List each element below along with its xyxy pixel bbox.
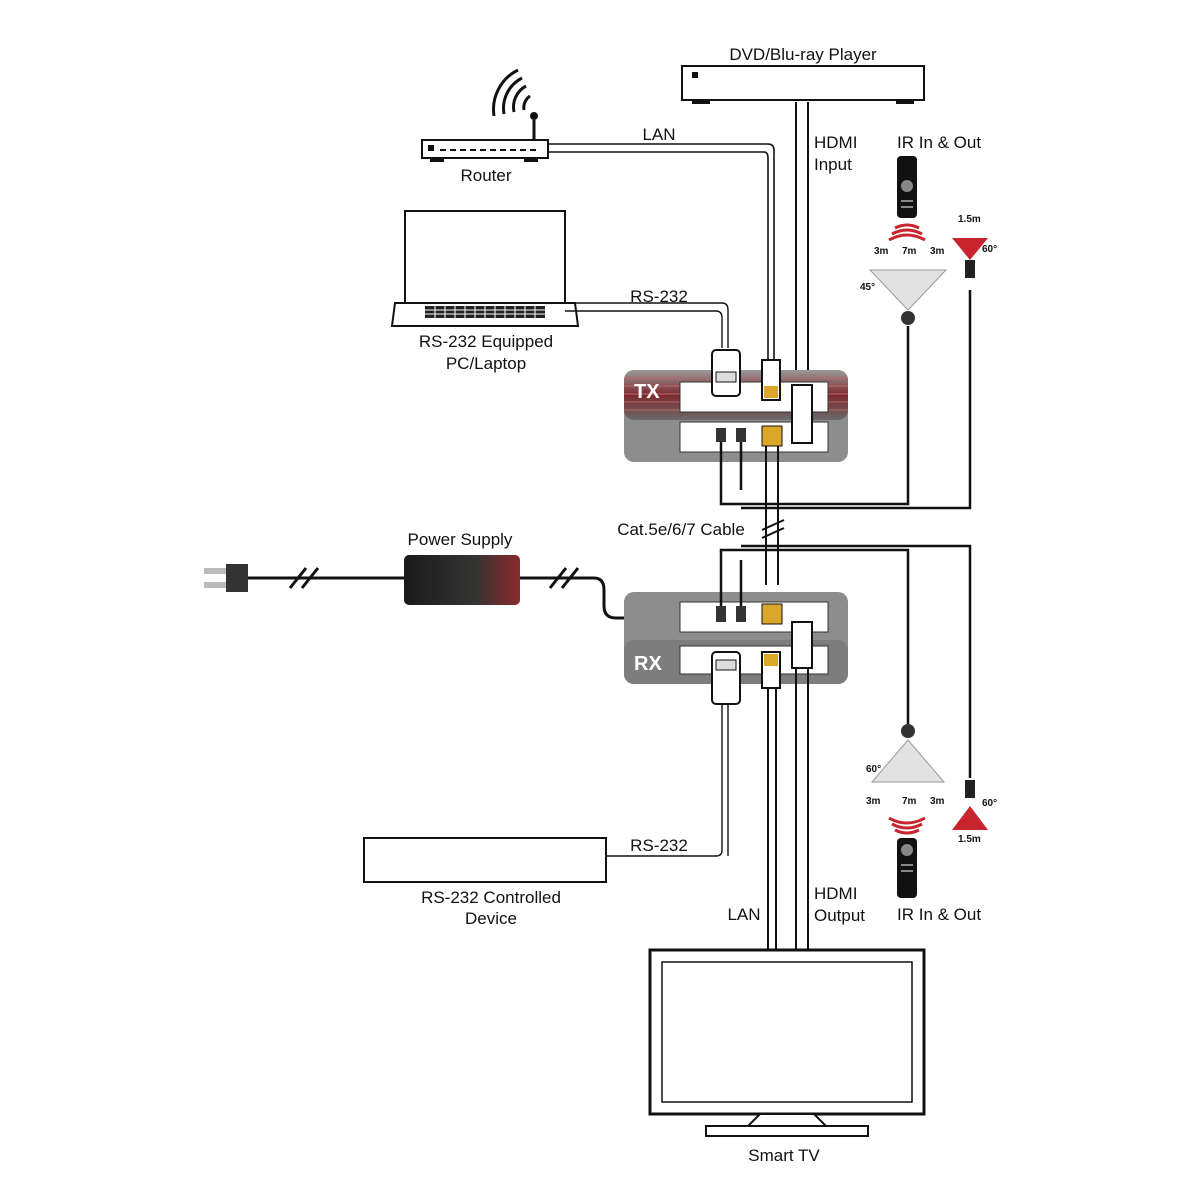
power-label: Power Supply xyxy=(408,530,513,549)
lan-cable-top xyxy=(548,143,775,365)
power-adapter-icon xyxy=(404,555,520,605)
rs232-cable-top xyxy=(565,302,729,348)
rs232-cable-bottom xyxy=(606,704,729,857)
hdmi-input-label-1: HDMI xyxy=(814,133,857,152)
hdmi-input-label-2: Input xyxy=(814,155,852,174)
ir-spec-bot-angle-right: 60° xyxy=(982,798,997,809)
ir-sensor-top xyxy=(868,269,948,325)
ir-spec-bot-dist: 1.5m xyxy=(958,834,981,845)
rx-label: RX xyxy=(634,653,662,675)
tv-label: Smart TV xyxy=(748,1146,820,1165)
router-label: Router xyxy=(460,166,511,185)
tv-icon xyxy=(648,948,926,1137)
ir-bottom-label: IR In & Out xyxy=(897,905,981,924)
power-cable-in xyxy=(248,567,404,589)
device-label-1: RS-232 Controlled xyxy=(421,888,561,907)
tx-label: TX xyxy=(634,381,660,403)
router-icon xyxy=(421,112,549,162)
hdmi-output-label-1: HDMI xyxy=(814,884,857,903)
lan-top-label: LAN xyxy=(642,125,675,144)
ir-cables-rx xyxy=(719,544,972,778)
cable-label: Cat.5e/6/7 Cable xyxy=(617,520,745,539)
remote-icon-bottom xyxy=(897,838,917,898)
ir-spec-top-right: 3m xyxy=(930,246,945,257)
rs232-top-label: RS-232 xyxy=(630,287,688,306)
dvd-player xyxy=(681,65,925,104)
ir-spec-top-angle-left: 45° xyxy=(860,282,875,293)
dvd-player-label: DVD/Blu-ray Player xyxy=(729,45,877,64)
ir-sensor-bottom xyxy=(870,724,946,783)
cat-cable xyxy=(761,446,785,585)
rs232-bottom-label: RS-232 xyxy=(630,836,688,855)
ir-sensor-icon xyxy=(888,223,926,242)
ir-signal-icon xyxy=(888,816,926,835)
ir-spec-top-dist: 1.5m xyxy=(958,214,981,225)
lan-bottom-label: LAN xyxy=(727,905,760,924)
ir-spec-top-angle-right: 60° xyxy=(982,244,997,255)
ir-spec-bot-left: 3m xyxy=(866,796,881,807)
ir-spec-top-left: 3m xyxy=(874,246,889,257)
ir-spec-bot-mid: 7m xyxy=(902,796,917,807)
lan-cable-bottom xyxy=(767,688,777,950)
ir-emitter-icon xyxy=(952,238,988,278)
device-label-2: Device xyxy=(465,909,517,928)
laptop-icon xyxy=(390,210,580,327)
pc-label-1: RS-232 Equipped xyxy=(419,332,553,351)
ir-top-label: IR In & Out xyxy=(897,133,981,152)
ir-spec-bot-right: 3m xyxy=(930,796,945,807)
ir-spec-top-mid: 7m xyxy=(902,246,917,257)
ir-emitter-icon-bottom xyxy=(952,780,988,830)
rx-unit xyxy=(624,592,848,705)
tx-unit xyxy=(624,349,848,462)
pc-label-2: PC/Laptop xyxy=(446,354,526,373)
rs232-device xyxy=(363,837,607,883)
hdmi-output-cable xyxy=(795,668,809,950)
hdmi-output-label-2: Output xyxy=(814,906,865,925)
wifi-icon xyxy=(492,68,531,117)
ir-spec-bot-angle-left: 60° xyxy=(866,764,881,775)
power-cable-out xyxy=(520,567,660,620)
ir-cables-tx xyxy=(719,290,972,510)
hdmi-input-cable xyxy=(795,102,809,385)
plug-icon xyxy=(204,564,248,592)
remote-icon xyxy=(897,156,917,218)
